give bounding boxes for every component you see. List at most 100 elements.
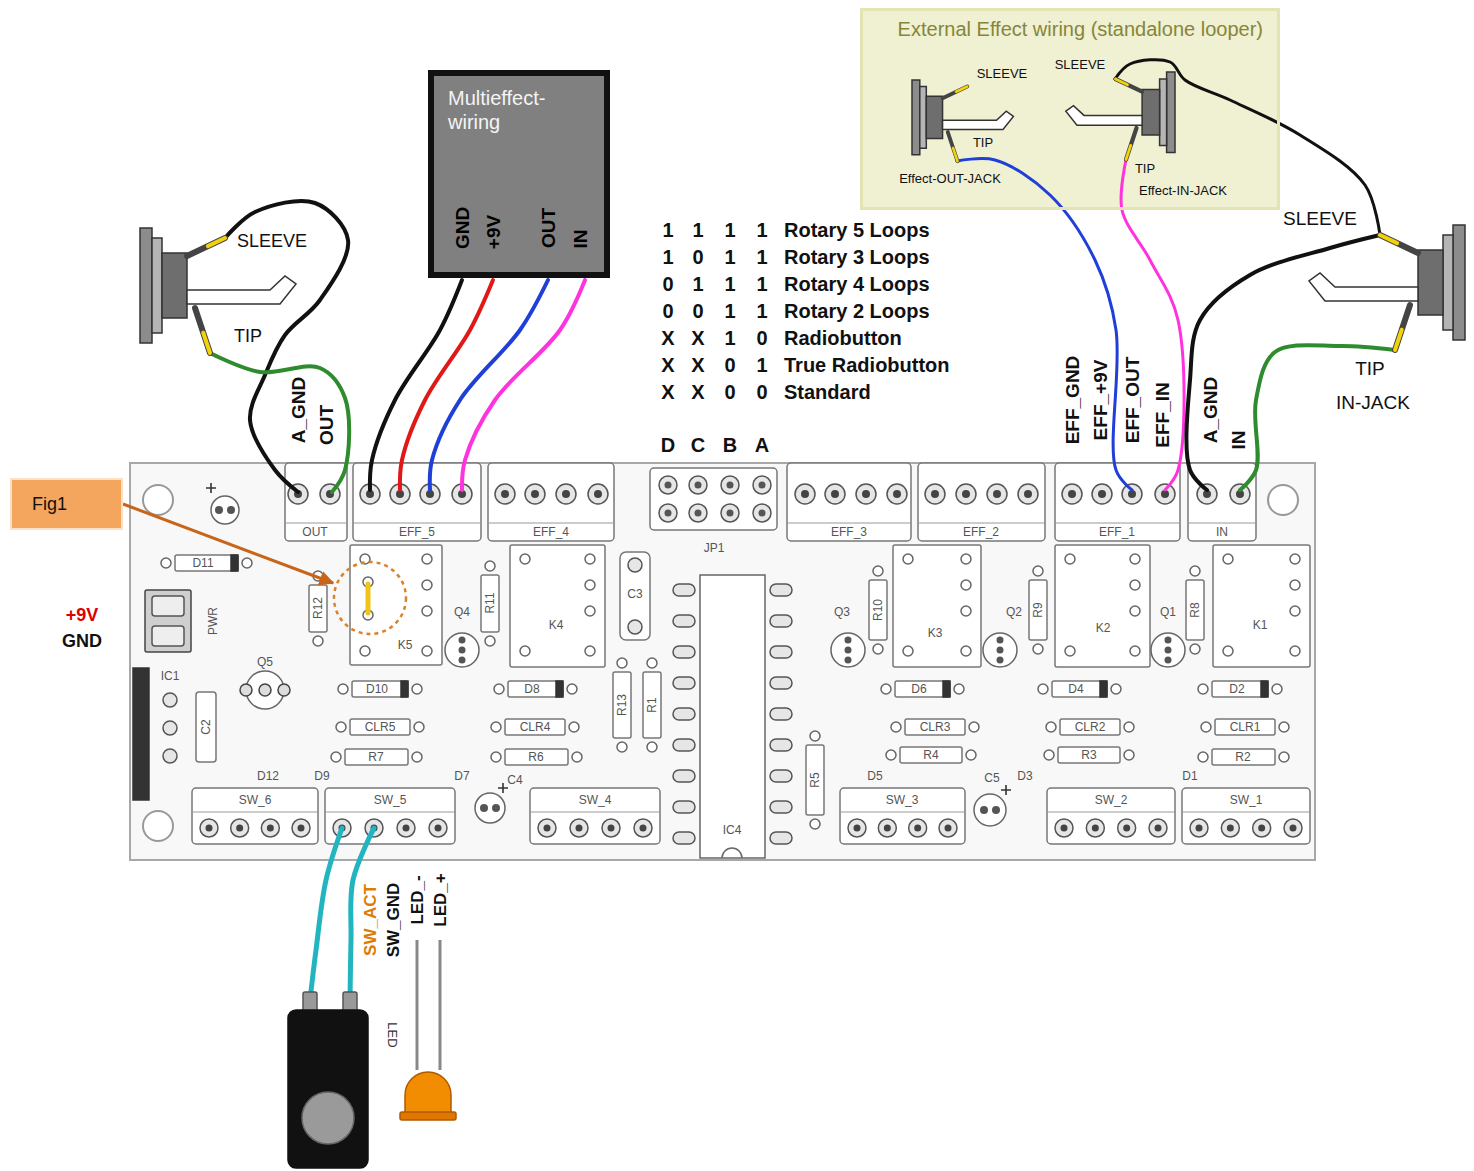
transistor-lead: [259, 684, 271, 696]
terminal-divider: [918, 522, 1045, 523]
panel-fill: [860, 8, 1280, 210]
diode-symbol: [494, 681, 577, 697]
jack-lug-tin: [956, 87, 967, 92]
terminal-pin: [1062, 484, 1082, 504]
part-designator: K2: [1096, 622, 1111, 634]
connector-pin: [848, 819, 866, 837]
electrolytic-capacitor: [974, 785, 1011, 826]
connector-body: [1182, 788, 1310, 844]
connector-socket: [152, 596, 184, 616]
power-pin-name: GND: [62, 632, 102, 650]
part-designator: D11: [192, 557, 213, 569]
capacitor-pad: [227, 506, 235, 514]
wires: [210, 60, 1395, 1000]
part-designator: C3: [627, 588, 642, 600]
pcb-board: [130, 463, 1315, 860]
regulator-pad: [163, 721, 177, 735]
connector-screw: [1155, 825, 1162, 832]
table-cell: 1: [722, 327, 737, 349]
part-designator: D10: [366, 683, 388, 695]
regulator-body: [133, 668, 149, 800]
footswitch-symbol: [288, 992, 368, 1168]
jack-pin-label: Effect-IN-JACK: [1137, 183, 1229, 198]
part-designator: D12: [257, 770, 279, 782]
resistor-body: [1029, 580, 1047, 640]
part-pad: [242, 558, 252, 568]
diode-symbol: [1038, 681, 1121, 697]
part-designator: IN: [1216, 526, 1228, 538]
part-designator: R8: [1189, 602, 1201, 617]
capacitor-body: [196, 692, 216, 762]
connector-screw: [403, 825, 410, 832]
header-pin: [721, 476, 739, 494]
part-designator: D9: [314, 770, 329, 782]
transistor-body: [445, 633, 479, 667]
part-designator: D6: [911, 683, 926, 695]
relay-pin: [961, 554, 971, 564]
connector-pin: [1284, 819, 1302, 837]
part-designator: JP1: [704, 542, 725, 554]
table-cell: Rotary 4 Loops: [782, 273, 932, 295]
part-designator: D3: [1017, 770, 1032, 782]
wire: [1186, 235, 1380, 490]
terminal-screw: [594, 490, 602, 498]
relay-symbol: [510, 545, 605, 667]
connector-pin: [1086, 819, 1104, 837]
terminal-pin: [525, 484, 545, 504]
jack-lug-tin: [953, 148, 957, 161]
terminal-divider: [787, 522, 911, 523]
diode-symbol: [161, 555, 252, 571]
terminal-screw: [801, 490, 809, 498]
table-cell: X: [659, 327, 676, 349]
capacitor-pad: [992, 806, 1000, 814]
diode-band: [231, 555, 238, 571]
terminal-block: [285, 463, 347, 541]
diode-symbol: [338, 681, 422, 697]
terminal-pin: [987, 484, 1007, 504]
relay-pin: [1290, 580, 1300, 590]
terminal-pin: [1018, 484, 1038, 504]
jack-nut: [1453, 225, 1465, 340]
transistor-lead: [459, 647, 466, 654]
part-designator: R3: [1081, 749, 1096, 761]
part-designator: C4: [507, 774, 522, 786]
jack-lug: [187, 238, 225, 256]
capacitor-pad: [215, 506, 223, 514]
switch-connector: [1047, 788, 1175, 844]
terminal-screw: [531, 490, 539, 498]
terminal-pin: [556, 484, 576, 504]
capacitor-pad: [980, 806, 988, 814]
ic-pad: [770, 615, 792, 627]
part-designator: Q3: [834, 606, 850, 618]
terminal-divider: [1188, 522, 1256, 523]
jack-pin-label: Effect-OUT-JACK: [897, 171, 1003, 186]
header-pin: [721, 504, 739, 522]
pin-name: IN: [1228, 429, 1249, 452]
connector-pin: [429, 819, 447, 837]
header-pin-hole: [665, 510, 672, 517]
part-body: [1060, 719, 1120, 735]
part-designator: K5: [398, 639, 413, 651]
jack-body: [926, 96, 942, 138]
wire: [430, 280, 548, 490]
pin-name: GND: [453, 207, 472, 249]
led-rim: [400, 1112, 456, 1120]
part-designator: CLR1: [1230, 721, 1261, 733]
jack-lug-tin: [1395, 330, 1402, 350]
ic-pad: [770, 646, 792, 658]
terminal-block: [1188, 463, 1256, 541]
part-body: [505, 719, 565, 735]
header-pin: [753, 476, 771, 494]
part-designator: R11: [484, 592, 496, 613]
capacitor-body: [620, 552, 650, 640]
resistor-body: [309, 585, 327, 632]
pin-name: LED_+: [431, 871, 450, 928]
column-header: D: [659, 434, 677, 456]
terminal-screw: [831, 490, 839, 498]
terminal-pin: [887, 484, 907, 504]
ic-pad: [770, 739, 792, 751]
connector-body: [530, 788, 660, 844]
connector-screw: [576, 825, 583, 832]
connector-pin: [878, 819, 896, 837]
jack-contact: [187, 276, 296, 304]
